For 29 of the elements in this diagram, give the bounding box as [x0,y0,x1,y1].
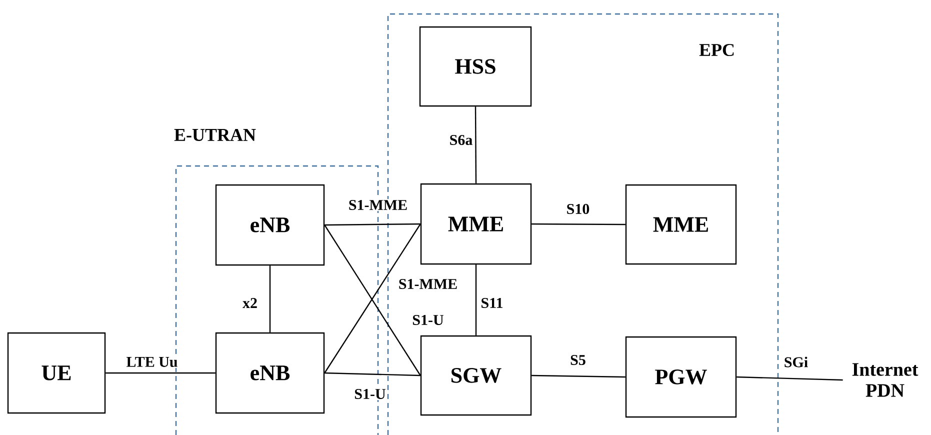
network-box: SGW [420,335,532,416]
network-label: Internet PDN [852,363,918,397]
connector-line [532,374,626,378]
connector-line [474,106,477,184]
connector-line [736,376,843,381]
interface-label: S1-MME [347,198,409,212]
interface-label: x2 [242,297,258,309]
interface-label: SGi [782,356,810,368]
network-box: MME [625,184,737,265]
interface-label: S1-U [353,388,387,400]
connector-line [324,223,420,226]
connector-line [106,372,216,374]
network-box: PGW [625,336,737,418]
network-box: UE [7,332,106,414]
interface-label: S1-MME [397,278,459,290]
interface-label: S10 [565,202,591,216]
network-box: eNB [215,184,325,266]
interface-label: S6a [448,134,474,146]
network-box: MME [420,183,532,265]
interface-label: LTE Uu [125,356,179,368]
connector-line [475,264,477,336]
connector-line [324,372,420,376]
network-box: eNB [215,332,325,414]
interface-label: S5 [569,354,587,366]
interface-label: S11 [480,296,504,310]
interface-label: S1-U [411,314,445,326]
network-box: HSS [419,26,532,107]
connector-line [269,266,271,332]
connector-line [532,223,626,226]
